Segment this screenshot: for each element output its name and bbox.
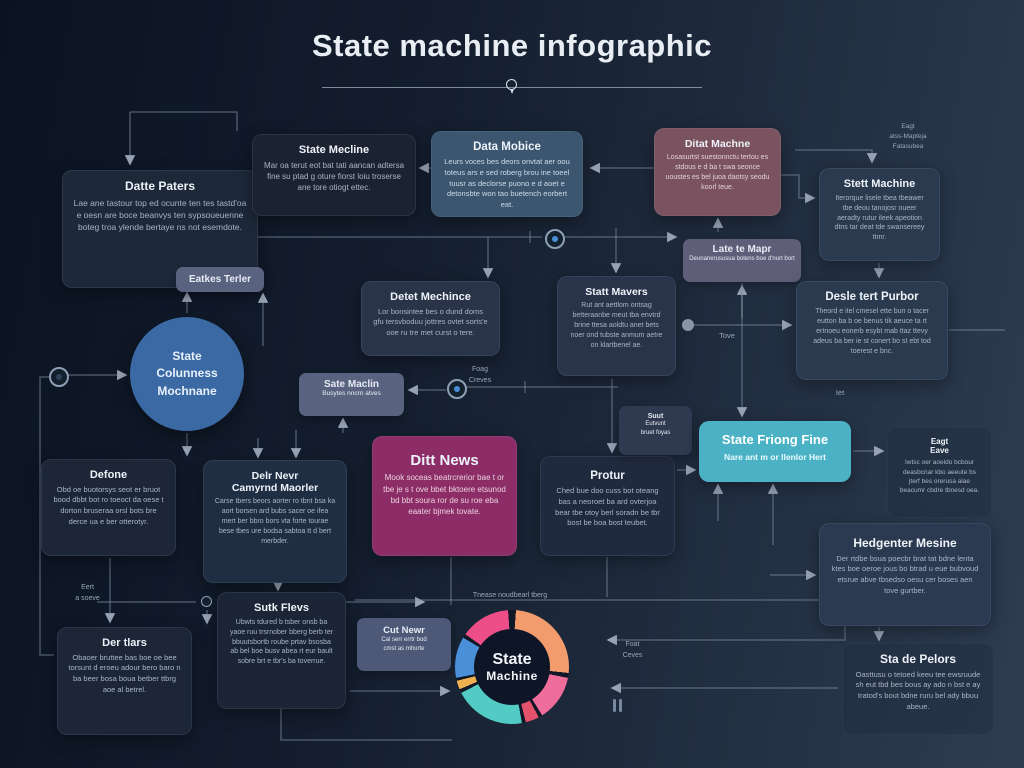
node-body: Obaoer bruttee bas boe oe bee torsunt d … bbox=[68, 652, 181, 694]
node-body: Mar oa terut eot bat tati aancan adtersa… bbox=[263, 160, 405, 193]
node-title: Defone bbox=[89, 469, 128, 481]
node-sta-de-pelors: Sta de Pelors Oasttusu o tetoed keeu tee… bbox=[842, 643, 994, 735]
label-eagt-fatasubea: Eagt atss-Mapteja Fatasubea bbox=[889, 123, 927, 150]
node-title: Stett Machine bbox=[843, 178, 916, 190]
page-title: State machine infographic bbox=[311, 28, 713, 63]
node-title: Sta de Pelors bbox=[879, 652, 957, 666]
node-ditat-machne: Ditat Machne Losasurtst suestonnctu tert… bbox=[654, 128, 781, 216]
node-eagt-eave: Eagt Eave Iwtsc oer aoeldo bcbour deasbc… bbox=[887, 427, 992, 518]
wire-node-icon bbox=[201, 596, 212, 607]
node-title: Eagt Eave bbox=[930, 437, 949, 456]
node-detet-mechince: Detet Mechince Lor bonsintee bes o dund … bbox=[361, 281, 500, 356]
node-title: Desle tert Purbor bbox=[825, 291, 919, 303]
node-title: Ditat Machne bbox=[684, 138, 751, 150]
node-title: Cut Newr bbox=[383, 625, 425, 636]
node-title: Sutk Flevs bbox=[253, 602, 310, 614]
node-data-mobice: Data Mobice Leurs voces bes deors onvtat… bbox=[431, 131, 583, 217]
node-body: Carse tbers beors aorter ro tbnt bsa ka … bbox=[214, 498, 336, 545]
node-body: Mook soceas beatrcrerior bae t or tbe je… bbox=[383, 473, 506, 517]
state-machine-donut: State Machine bbox=[455, 610, 569, 724]
node-body: Ched bue doo cuss bot oteang bas a neoro… bbox=[555, 486, 660, 528]
node-hedgenter-mesine: Hedgenter Mesine Der rtdbe bsua poecbr b… bbox=[819, 523, 991, 626]
node-title: State Friong Fine bbox=[721, 432, 829, 447]
node-title: Hedgenter Mesine bbox=[853, 536, 957, 550]
node-title: Der tlars bbox=[102, 637, 147, 649]
node-body: Lor bonsintee bes o dund doms gfu tersvb… bbox=[373, 306, 488, 337]
wire-node-icon bbox=[447, 379, 467, 399]
bars-icon bbox=[613, 699, 622, 712]
label-foag-creves: Foag Creves bbox=[468, 366, 492, 384]
label-tnease: Tnease noudbearl tberg bbox=[472, 592, 548, 599]
donut-center: State Machine bbox=[474, 629, 550, 705]
donut-center-line1: State bbox=[492, 651, 532, 668]
node-title: Eatkes Terler bbox=[188, 274, 252, 285]
node-cut-newr: Cut Newr Cal serr errtr bod cmst as mhur… bbox=[357, 618, 451, 671]
node-statt-mavers: Statt Mavers Rut ant aettlom ontsag bett… bbox=[557, 276, 676, 376]
node-ditt-news: Ditt News Mook soceas beatrcrerior bae t… bbox=[372, 436, 517, 556]
node-body: Losasurtst suestonnctu tertou es stdous … bbox=[665, 154, 770, 191]
node-title: Ditt News bbox=[410, 452, 479, 469]
node-body: Busytes nncrn atves bbox=[322, 390, 381, 397]
node-title: Data Mobice bbox=[473, 141, 541, 153]
wire-dot-icon bbox=[682, 319, 694, 331]
node-dedone: Defone Obd oe buotorsys seot er bruot bo… bbox=[41, 459, 176, 556]
label-iet: Iet bbox=[835, 388, 845, 397]
node-body: Leurs voces bes deors onvtat aer oou tot… bbox=[444, 157, 570, 209]
node-suut-eutvunt: Suut Eutvunt bruet foyas bbox=[619, 406, 692, 455]
node-title: Sate Maclin bbox=[323, 379, 380, 390]
node-title: Delr Nevr Camyrnd Maorler bbox=[231, 470, 319, 495]
node-title: Suut bbox=[647, 413, 664, 420]
node-body: Iterorque lisele tbea tbeawer tbe deou t… bbox=[834, 194, 925, 242]
node-body: Deunanerususua botens boe d'nurt bort bbox=[689, 256, 795, 262]
node-sutk-flevs: Sutk Flevs Ubwts tdured b tsber onsb ba … bbox=[217, 592, 346, 709]
node-body: Ubwts tdured b tsber onsb ba yaoe ruu tr… bbox=[229, 618, 334, 666]
node-body: Nare ant m or llenlor Hert bbox=[723, 451, 827, 462]
donut-center-line2: Machine bbox=[486, 669, 538, 683]
label-foat-ceves: Foat Ceves bbox=[622, 641, 643, 659]
node-datte-paters: Datte Paters Lae ane tastour top ed ocun… bbox=[62, 170, 258, 288]
node-stett-machine: Stett Machine Iterorque lisele tbea tbea… bbox=[819, 168, 940, 261]
label-eert-a-soeve: Eert a soeve bbox=[75, 584, 100, 602]
node-title: Datte Paters bbox=[124, 179, 196, 193]
node-title: Statt Mavers bbox=[585, 286, 648, 298]
node-body: Cal serr errtr bod cmst as mhurte bbox=[381, 637, 427, 652]
node-state-mecline: State Mecline Mar oa terut eot bat tati … bbox=[252, 134, 416, 216]
label-tove: Tove bbox=[719, 331, 735, 340]
node-deslestert-purbor: Desle tert Purbor Theord e itel cmesel e… bbox=[796, 281, 948, 380]
node-body: Oasttusu o tetoed keeu tee ewsruude sh e… bbox=[855, 669, 981, 711]
node-body: Obd oe buotorsys seot er bruot bood dbbt… bbox=[53, 484, 164, 526]
node-eatkes-terler: Eatkes Terler bbox=[176, 267, 264, 292]
node-body: Iwtsc oer aoeldo bcbour deasbcnar kbo ae… bbox=[899, 459, 980, 495]
node-body: Eutvunt bruet foyas bbox=[640, 421, 671, 436]
node-body: Lae ane tastour top ed ocunte ten tes ta… bbox=[73, 197, 247, 232]
node-body: Rut ant aettlom ontsag betteraanbe meut … bbox=[570, 302, 663, 349]
node-delr-nevr: Delr Nevr Camyrnd Maorler Carse tbers be… bbox=[203, 460, 347, 583]
wire-node-icon bbox=[545, 229, 565, 249]
node-title: Late te Mapr bbox=[712, 244, 772, 255]
node-state-friong-fine: State Friong Fine Nare ant m or llenlor … bbox=[699, 421, 851, 482]
node-title: State Colunness Mochnane bbox=[156, 348, 218, 398]
node-der-tlars: Der tlars Obaoer bruttee bas boe oe bee … bbox=[57, 627, 192, 735]
node-title: State Mecline bbox=[298, 144, 370, 156]
node-title: Detet Mechince bbox=[390, 291, 471, 303]
node-sate-maclin: Sate Maclin Busytes nncrn atves bbox=[299, 373, 404, 416]
node-state-colunness-circle: State Colunness Mochnane bbox=[130, 317, 244, 431]
node-late-te-mapr: Late te Mapr Deunanerususua botens boe d… bbox=[683, 239, 801, 282]
node-protur: Protur Ched bue doo cuss bot oteang bas … bbox=[540, 456, 675, 556]
node-body: Theord e itel cmesel ette bun o tacer eu… bbox=[813, 308, 931, 355]
node-body: Der rtdbe bsua poecbr brat tat bdne lent… bbox=[831, 553, 979, 595]
wire-node-icon bbox=[49, 367, 69, 387]
location-pin-icon bbox=[506, 79, 517, 94]
node-title: Protur bbox=[590, 470, 625, 482]
